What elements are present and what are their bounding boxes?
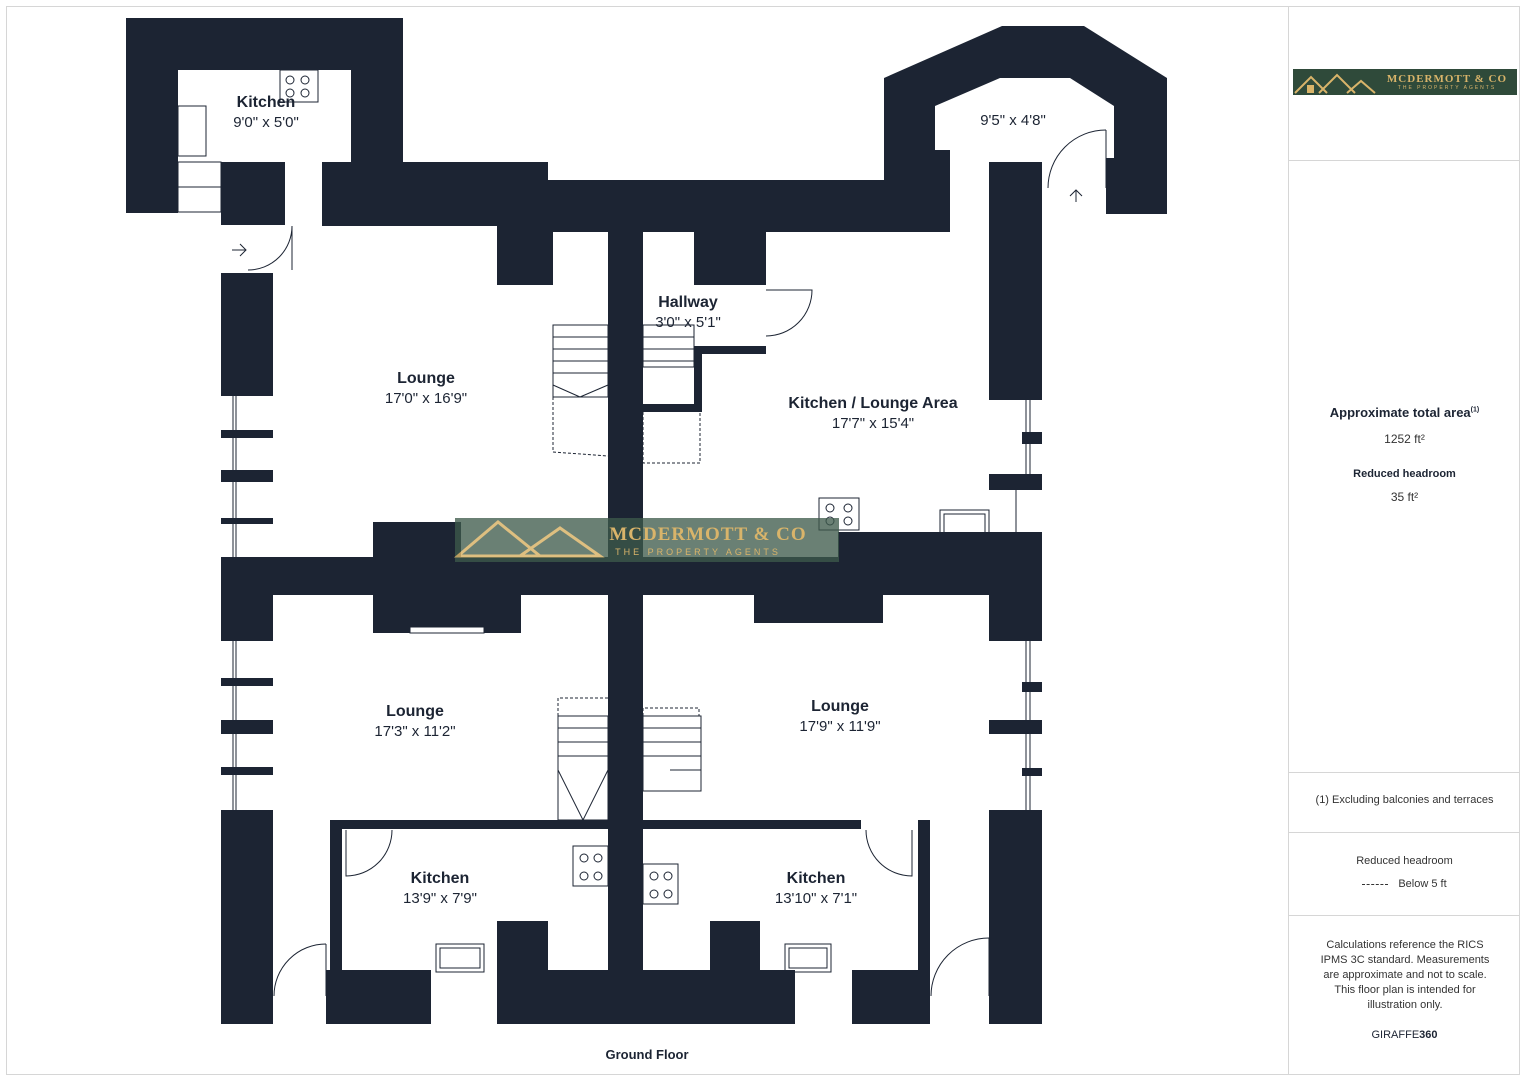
room-kitchen-lounge-area: Kitchen / Lounge Area 17'7" x 15'4": [788, 395, 957, 432]
total-area-value: 1252 ft²: [1384, 432, 1425, 446]
room-hallway: Hallway 3'0" x 5'1": [655, 294, 721, 331]
room-lounge-lower-left: Lounge 17'3" x 11'2": [374, 703, 455, 740]
room-name: Kitchen: [786, 870, 846, 887]
room-name: Kitchen: [236, 94, 296, 111]
room-dims: 17'0" x 16'9": [384, 390, 468, 407]
fixtures: [177, 69, 1107, 997]
watermark-brand-name: MCDERMOTT & CO: [609, 524, 807, 545]
room-dims: 3'0" x 5'1": [655, 314, 721, 331]
room-dims: 17'9" x 11'9": [799, 718, 881, 735]
room-name: Hallway: [658, 294, 718, 311]
brand-logo: MCDERMOTT & CO THE PROPERTY AGENTS: [1293, 69, 1517, 95]
footnote-section: (1) Excluding balconies and terraces: [1289, 773, 1520, 833]
room-name: Kitchen: [410, 870, 470, 887]
roof-logo-icon: [1294, 73, 1376, 94]
room-dims: 9'0" x 5'0": [233, 114, 299, 131]
footnote-text: (1) Excluding balconies and terraces: [1315, 794, 1494, 806]
room-dims: 17'7" x 15'4": [831, 415, 915, 432]
legend-title: Reduced headroom: [1356, 855, 1453, 867]
watermark-brand-tagline: THE PROPERTY AGENTS: [615, 547, 781, 557]
reduced-headroom-label: Reduced headroom: [1353, 468, 1456, 480]
room-lounge-upper: Lounge 17'0" x 16'9": [385, 370, 467, 407]
giraffe360-credit: GIRAFFE360: [1289, 1029, 1520, 1041]
total-area-label: Approximate total area: [1329, 405, 1471, 420]
legend-section: Reduced headroom Below 5 ft: [1289, 833, 1520, 916]
room-bay: 9'5" x 4'8": [980, 110, 1046, 129]
reduced-headroom-value: 35 ft²: [1390, 490, 1419, 504]
room-kitchen-bottom-left: Kitchen 13'9" x 7'9": [403, 870, 477, 907]
credit-suffix: 360: [1419, 1029, 1438, 1041]
floor-name: Ground Floor: [605, 1047, 689, 1062]
credit-prefix: GIRAFFE: [1371, 1029, 1420, 1041]
room-name: Lounge: [397, 370, 455, 387]
room-dims: 13'10" x 7'1": [774, 890, 858, 907]
logo-brand-name: MCDERMOTT & CO: [1386, 73, 1508, 85]
room-name: Lounge: [811, 698, 869, 715]
legend-item: Below 5 ft: [1289, 878, 1520, 890]
logo-brand-tagline: THE PROPERTY AGENTS: [1397, 85, 1497, 91]
area-section: Approximate total area(1) 1252 ft² Reduc…: [1289, 161, 1520, 773]
dashed-line-icon: [1362, 883, 1389, 885]
room-dims: 13'9" x 7'9": [403, 890, 477, 907]
floor-plan: [126, 18, 1167, 1024]
room-lounge-lower-right: Lounge 17'9" x 11'9": [799, 698, 880, 735]
room-kitchen-bottom-right: Kitchen 13'10" x 7'1": [775, 870, 857, 907]
disclaimer-text: Calculations reference the RICS IPMS 3C …: [1320, 939, 1490, 1011]
legend-item-label: Below 5 ft: [1398, 878, 1447, 890]
room-kitchen-top-left: Kitchen 9'0" x 5'0": [233, 94, 299, 131]
room-name: Kitchen / Lounge Area: [788, 395, 958, 412]
room-dims: 9'5" x 4'8": [980, 112, 1046, 129]
disclaimer-section: Calculations reference the RICS IPMS 3C …: [1289, 916, 1520, 1075]
walls: [126, 18, 1167, 1024]
total-area-heading: Approximate total area(1): [1289, 405, 1520, 420]
watermark-logo: [453, 518, 839, 562]
room-dims: 17'3" x 11'2": [374, 723, 456, 740]
logo-section: MCDERMOTT & CO THE PROPERTY AGENTS: [1289, 6, 1520, 161]
total-area-footnote-mark: (1): [1470, 406, 1480, 414]
room-name: Lounge: [386, 703, 444, 720]
page-frame: [6, 6, 1520, 1075]
info-sidebar: MCDERMOTT & CO THE PROPERTY AGENTS Appro…: [1288, 6, 1520, 1075]
